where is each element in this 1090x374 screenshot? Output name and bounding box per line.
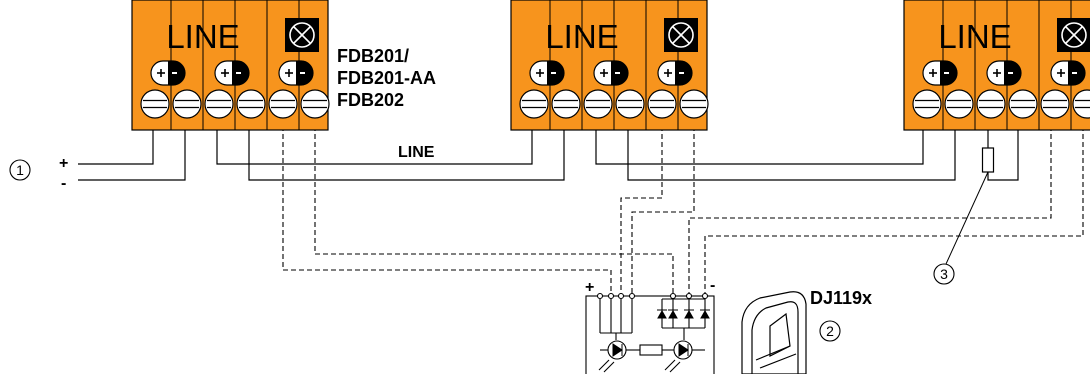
- line-wiring: [78, 118, 1019, 181]
- block-3-line-label: LINE: [938, 18, 1011, 55]
- indicator-wiring: [282, 118, 1084, 296]
- end-of-line-resistor: [981, 147, 995, 173]
- model-label-3: FDB202: [337, 90, 404, 110]
- supply-plus: +: [59, 155, 68, 172]
- supply-callout-circle: [9, 159, 31, 181]
- resistor-leader-line: [945, 171, 989, 265]
- block-2-line-label: LINE: [545, 18, 618, 55]
- block-1-line-label: LINE: [166, 18, 239, 55]
- model-label-2: FDB201-AA: [337, 68, 436, 88]
- supply-callout-number: 1: [16, 162, 24, 178]
- indicator-diodes: [612, 309, 710, 357]
- remote-indicator-callout-number: 2: [826, 323, 834, 339]
- resistor-callout-number: 3: [940, 266, 948, 282]
- model-label-1: FDB201/: [337, 46, 409, 66]
- supply-minus: -: [61, 175, 66, 192]
- remote-indicator-model: DJ119x: [810, 288, 872, 308]
- wire-line-label: LINE: [398, 144, 435, 161]
- indicator-plus: +: [585, 279, 594, 296]
- indicator-circuit: [585, 292, 715, 374]
- indicator-minus: -: [710, 277, 715, 294]
- resistor-callout-circle: [933, 263, 955, 285]
- remote-indicator-callout-circle: [819, 320, 841, 342]
- remote-indicator-device: [741, 291, 807, 374]
